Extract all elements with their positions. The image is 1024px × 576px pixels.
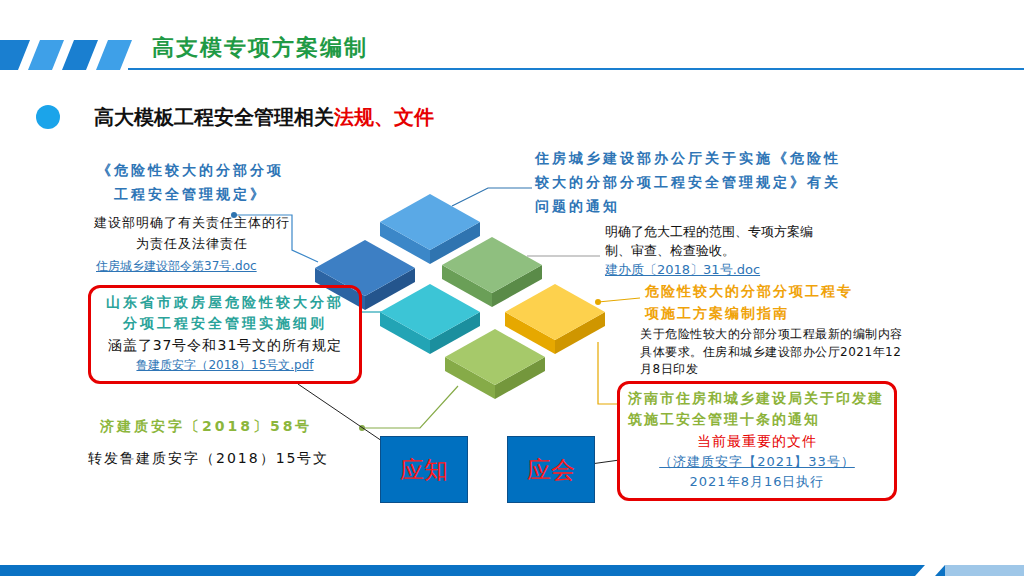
regulation-note: 关于危险性较大的分部分项工程最新的编制内容具体要求。住房和城乡建设部办公厅202…	[640, 326, 912, 379]
node-text: 2021年8月16日执行	[628, 472, 886, 492]
isometric-blocks	[315, 194, 605, 399]
regulation-title: 《危险性较大的分部分项工程安全管理规定》	[95, 158, 285, 206]
bullet-dot	[36, 105, 60, 129]
highlight-box: 济南市住房和城乡建设局关于印发建筑施工安全管理十条的通知当前最重要的文件（济建质…	[617, 381, 897, 501]
regulation-title: 济建质安字〔2018〕58号	[100, 418, 312, 436]
file-link: 建办质〔2018〕31号.doc	[605, 261, 825, 279]
keyword-box: 应知	[380, 436, 468, 503]
node-text: 应会	[527, 454, 575, 486]
node-text: 鲁建质安字（2018）15号文.pdf	[99, 356, 351, 375]
connector-line	[595, 460, 617, 463]
node-text: （济建质安字【2021】33号）	[628, 452, 886, 472]
slide-title: 高支模专项方案编制	[152, 33, 368, 63]
header-bars	[0, 40, 132, 70]
node-text: 涵盖了37号令和31号文的所有规定	[99, 334, 351, 356]
regulation-title: 住房城乡建设部办公厅关于实施《危险性较大的分部分项工程安全管理规定》有关问题的通…	[535, 146, 847, 218]
regulation-note: 转发鲁建质安字（2018）15号文	[88, 446, 333, 470]
node-text: 应知	[400, 454, 448, 486]
regulation-title: 危险性较大的分部分项工程专项施工方案编制指南	[645, 280, 857, 324]
keyword-box: 应会	[507, 436, 595, 503]
node-text: 济南市住房和城乡建设局关于印发建筑施工安全管理十条的通知	[628, 388, 886, 430]
highlight-box: 山东省市政房屋危险性较大分部分项工程安全管理实施细则涵盖了37号令和31号文的所…	[88, 285, 362, 384]
node-text: 山东省市政房屋危险性较大分部分项工程安全管理实施细则	[99, 292, 351, 334]
node-text: 当前最重要的文件	[628, 430, 886, 452]
header-rule	[128, 68, 1024, 70]
file-link: 住房城乡建设部令第37号.doc	[96, 258, 306, 275]
regulation-note: 明确了危大工程的范围、专项方案编制、审查、检查验收。	[605, 222, 833, 260]
regulation-note: 建设部明确了有关责任主体的行为责任及法律责任	[92, 212, 292, 254]
section-heading: 高大模板工程安全管理相关	[94, 104, 334, 131]
section-heading-highlight: 法规、文件	[334, 104, 434, 131]
bottom-bar	[0, 565, 1024, 576]
